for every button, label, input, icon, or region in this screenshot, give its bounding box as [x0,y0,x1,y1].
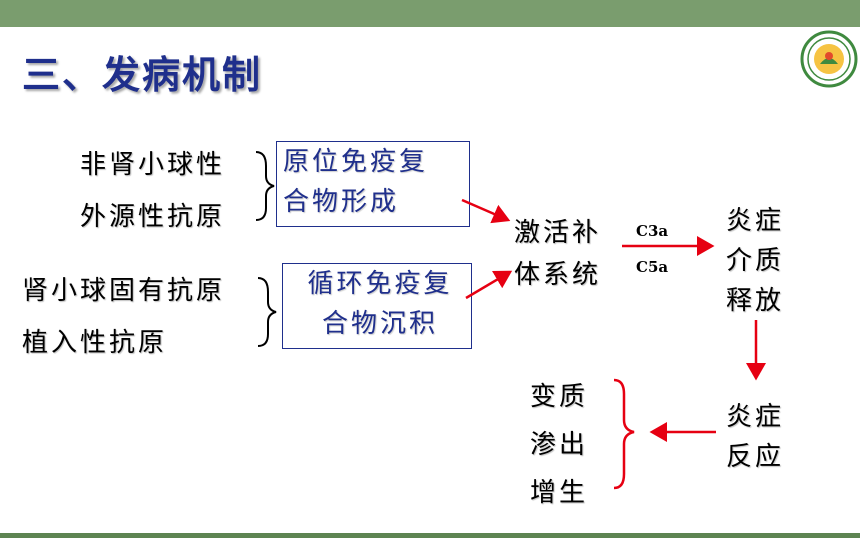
arrow-circulating-to-complement [465,270,513,300]
mediator-line-2: 介质 [726,246,785,276]
slide-title: 三、发病机制 [22,53,263,97]
arrow-insitu-to-complement [461,198,511,224]
circulating-complex-box: 循环免疫复 合物沉积 [282,263,472,349]
in-situ-line-2: 合物形成 [283,187,400,217]
circulating-line-2: 合物沉积 [321,309,438,339]
outcome-proliferation: 增生 [530,478,589,508]
mediator-line-1: 炎症 [726,206,785,236]
c3a-label: C3a [636,222,669,240]
outcome-alteration: 变质 [530,382,589,412]
top-banner [0,0,860,27]
in-situ-complex-box: 原位免疫复 合物形成 [276,141,470,227]
source-exogenous-antigen: 外源性抗原 [80,202,226,232]
source-planted-antigen: 植入性抗原 [22,328,168,358]
reaction-line-2: 反应 [726,442,785,472]
outcome-exudation: 渗出 [530,430,589,460]
complement-line-1: 激活补 [514,218,602,248]
c5a-label: C5a [636,258,669,276]
brace-group1 [255,151,275,221]
circulating-line-1: 循环免疫复 [307,269,453,299]
brace-group2 [257,277,277,347]
source-nonglomerular: 非肾小球性 [80,150,226,180]
mediator-line-3: 释放 [726,286,785,316]
source-glomerular-intrinsic-antigen: 肾小球固有抗原 [22,276,226,306]
bottom-banner [0,533,860,538]
reaction-line-1: 炎症 [726,402,785,432]
complement-line-2: 体系统 [514,260,602,290]
school-emblem-icon [800,30,858,88]
brace-outcomes [613,378,635,490]
in-situ-line-1: 原位免疫复 [283,147,429,177]
